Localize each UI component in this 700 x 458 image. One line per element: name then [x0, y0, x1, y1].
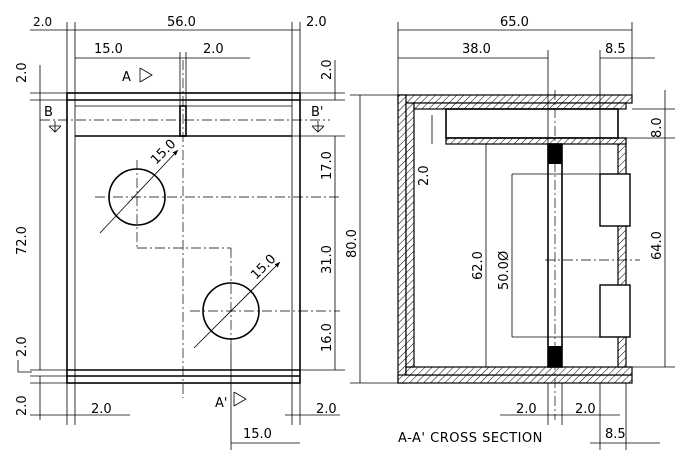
- section-arrow-a: [139, 67, 153, 83]
- dim-bottom-15: 15.0: [243, 427, 272, 442]
- dim-sec-bottom-2a: 2.0: [516, 402, 537, 417]
- shelf: [445, 137, 627, 145]
- section-view: 65.0 38.0 8.5 8.0 2.0 80.0 62.0 50.0Ø 64…: [345, 15, 675, 450]
- lower-hole-leader: [193, 261, 281, 349]
- dim-offset-15: 15.0: [94, 42, 123, 57]
- bottom-wall-inner: [405, 366, 633, 376]
- dim-right-8-5-bottom: 8.5: [605, 427, 626, 442]
- top-wall: [397, 94, 633, 104]
- dim-height-17: 17.0: [320, 151, 335, 180]
- dim-sec-bottom-2b: 2.0: [575, 402, 596, 417]
- dim-bottom-right-2: 2.0: [316, 402, 337, 417]
- lower-cutout: [599, 284, 631, 338]
- dim-corner-2: 2.0: [33, 15, 52, 29]
- dim-right-8-5-top: 8.5: [605, 42, 626, 57]
- dim-left-bottom-2b: 2.0: [15, 395, 30, 416]
- front-inner-frame: [74, 99, 293, 377]
- section-caption: A-A' CROSS SECTION: [398, 431, 543, 446]
- section-arrow-b: [48, 121, 62, 133]
- dim-bottom-left-2: 2.0: [91, 402, 112, 417]
- dim-height-16: 16.0: [320, 323, 335, 352]
- dim-height-80: 80.0: [345, 229, 360, 258]
- dim-left-bottom-2a: 2.0: [15, 336, 30, 357]
- dim-height-62: 62.0: [471, 251, 486, 280]
- section-arrow-a-prime: [233, 391, 247, 407]
- shelf-box: [445, 108, 619, 139]
- dim-height-31: 31.0: [320, 245, 335, 274]
- dim-sec-left-2: 2.0: [417, 165, 432, 186]
- dim-width-56: 56.0: [167, 15, 196, 30]
- dim-dia-50: 50.0Ø: [497, 251, 512, 290]
- upper-hole-leader: [99, 149, 179, 234]
- left-wall: [397, 94, 407, 384]
- section-label-a: A: [122, 70, 131, 85]
- leader-left-bottom: [17, 360, 32, 373]
- section-label-b: B: [44, 105, 53, 120]
- upper-cutout: [599, 173, 631, 227]
- dim-right-2: 2.0: [306, 15, 327, 30]
- dim-height-64: 64.0: [650, 231, 665, 260]
- section-label-a-prime: A': [215, 396, 227, 411]
- section-label-b-prime: B': [311, 105, 324, 120]
- section-arrow-b-prime: [311, 121, 325, 133]
- dim-right-8: 8.0: [650, 117, 665, 138]
- dim-right-top-2: 2.0: [320, 59, 335, 80]
- dim-slot-2: 2.0: [203, 42, 224, 57]
- dim-width-65: 65.0: [500, 15, 529, 30]
- dim-height-72: 72.0: [15, 226, 30, 255]
- front-view: 2.0 56.0 2.0 15.0 2.0 A A' B B' 2.0 2.0 …: [15, 15, 345, 450]
- front-outer-frame: [66, 92, 301, 384]
- dim-upper-hole-dia: 15.0: [148, 137, 179, 168]
- top-wall-inner: [413, 102, 627, 110]
- dim-depth-38: 38.0: [462, 42, 491, 57]
- bottom-wall: [397, 374, 633, 384]
- left-wall-inner: [405, 102, 415, 368]
- dim-left-top-2: 2.0: [15, 62, 30, 83]
